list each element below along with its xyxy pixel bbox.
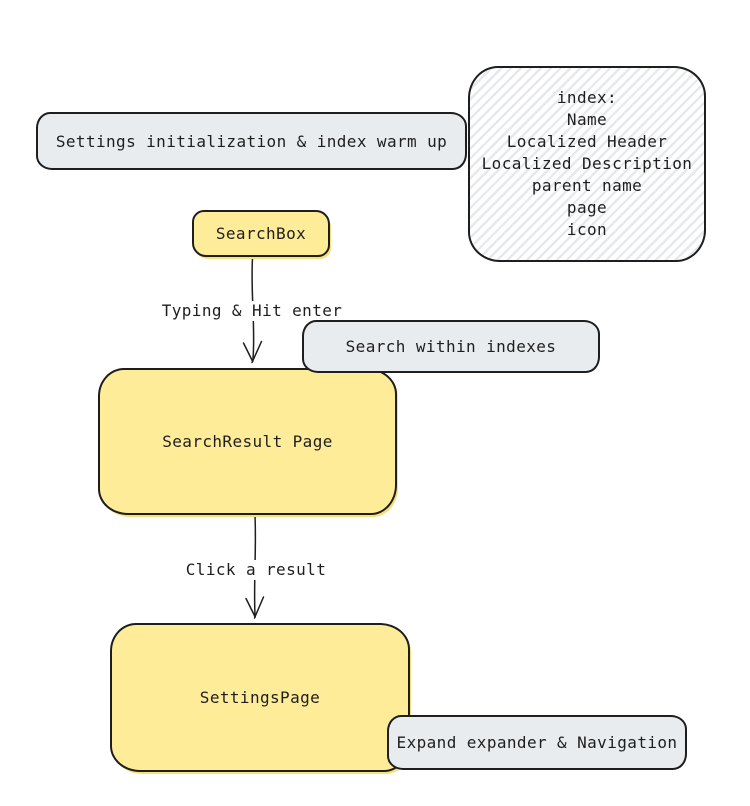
node-expand-expander-navigation[interactable]: Expand expander & Navigation — [387, 715, 687, 770]
index-note-line: parent name — [531, 176, 643, 195]
node-searchbox-label: SearchBox — [215, 224, 307, 243]
node-search-within-indexes[interactable]: Search within indexes — [302, 320, 600, 373]
edge-label-typing-hit-enter: Typing & Hit enter — [158, 301, 346, 321]
node-settingspage[interactable]: SettingsPage — [110, 623, 410, 772]
node-settingspage-label: SettingsPage — [199, 688, 321, 707]
node-searchresult-page-label: SearchResult Page — [162, 432, 333, 451]
index-note-line: Localized Header — [506, 132, 668, 151]
node-index-note[interactable]: index: Name Localized Header Localized D… — [468, 66, 706, 262]
node-expand-expander-navigation-label: Expand expander & Navigation — [396, 733, 678, 752]
node-settings-initialization-label: Settings initialization & index warm up — [55, 131, 448, 151]
index-note-line: index: — [556, 88, 618, 107]
index-note-line: page — [566, 198, 608, 217]
index-note-line: Localized Description — [481, 154, 693, 173]
edge-label-click-a-result: Click a result — [182, 560, 330, 580]
node-settings-initialization[interactable]: Settings initialization & index warm up — [36, 112, 467, 170]
node-search-within-indexes-label: Search within indexes — [345, 337, 557, 356]
node-searchresult-page[interactable]: SearchResult Page — [98, 368, 397, 515]
index-note-line: Name — [566, 110, 608, 129]
node-searchbox[interactable]: SearchBox — [192, 210, 330, 257]
index-note-line: icon — [566, 220, 608, 239]
